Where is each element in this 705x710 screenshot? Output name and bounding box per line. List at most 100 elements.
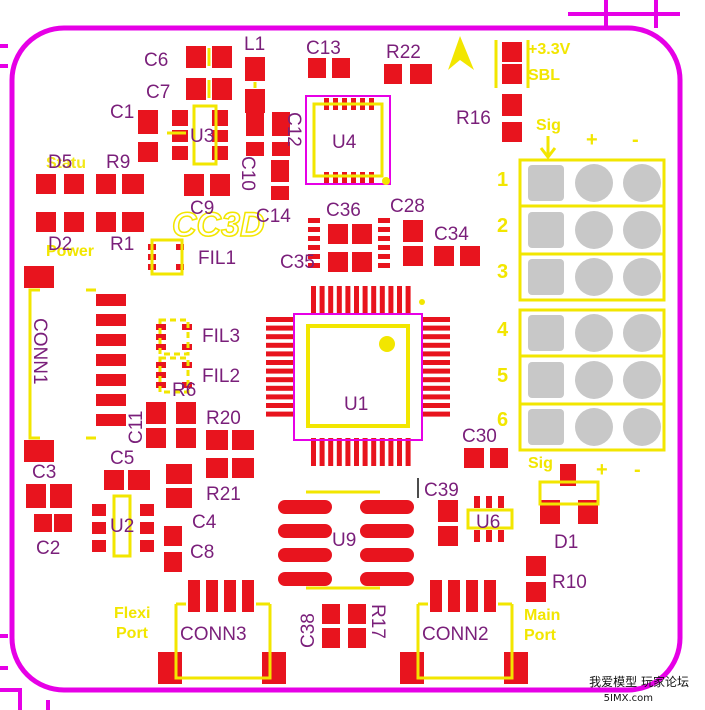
ref-c11: C11	[126, 411, 147, 444]
silk-plus-bot: +	[596, 459, 608, 481]
u1-pin	[354, 438, 359, 466]
u1-pin	[266, 325, 294, 331]
u1-pin	[397, 286, 402, 314]
u1-pin	[266, 368, 294, 374]
ref-u6: U6	[476, 512, 500, 533]
u1-pin	[328, 286, 334, 314]
header-pin-round	[575, 314, 613, 352]
u1-pin	[266, 351, 294, 357]
ref-u9: U9	[332, 530, 356, 551]
u4-pin	[378, 218, 390, 223]
u1-pin	[388, 286, 394, 314]
u4-pin	[308, 263, 320, 268]
u4-pin	[308, 227, 320, 232]
u1-pin	[422, 394, 450, 400]
header-pin-round	[575, 258, 613, 296]
ref-c10: C10	[237, 156, 258, 191]
header-pin-round	[575, 408, 613, 446]
u4-pin	[324, 172, 329, 184]
ref-c6: C6	[144, 50, 168, 71]
ref-d1: D1	[554, 532, 578, 553]
u4-pin	[308, 218, 320, 223]
silk-flexi: Flexi	[114, 605, 150, 622]
u4-pin	[308, 236, 320, 241]
u1-pin	[388, 438, 394, 466]
header-pins	[528, 164, 661, 446]
u1-pin	[371, 438, 377, 466]
u1-pins	[266, 286, 450, 466]
u1-pin	[422, 385, 450, 391]
ref-c13: C13	[306, 38, 341, 59]
u4-pin	[333, 172, 338, 184]
ref-c12: C12	[283, 112, 304, 147]
ref-r17: R17	[367, 604, 388, 639]
header-pin-round	[623, 164, 661, 202]
ref-fil2: FIL2	[202, 366, 240, 387]
u4-pin	[378, 245, 390, 250]
header-pin-round	[623, 408, 661, 446]
edge-marks	[0, 0, 680, 710]
u1-pin	[266, 377, 294, 383]
u1-pin	[405, 438, 411, 466]
u1-pin	[362, 438, 368, 466]
ref-c5: C5	[110, 448, 134, 469]
u1-pin	[422, 403, 450, 408]
silk-minus-top: -	[632, 129, 639, 151]
u1-pin	[266, 342, 294, 348]
silk-3v3: +3.3V	[528, 41, 571, 58]
ref-c3: C3	[32, 462, 56, 483]
u1-pin	[336, 438, 342, 466]
u4-pin	[360, 172, 365, 184]
silk-minus-bot: -	[634, 459, 641, 481]
ref-d2: D2	[48, 234, 72, 255]
u1-courtyard	[293, 313, 423, 441]
copper-pads	[24, 42, 598, 684]
u4-pin	[308, 254, 320, 259]
header-pin-square	[528, 212, 564, 248]
ref-r1: R1	[110, 234, 134, 255]
u4-pin	[342, 172, 347, 184]
ref-c7: C7	[146, 82, 170, 103]
u1-pin	[422, 360, 450, 365]
ref-fil3: FIL3	[202, 326, 240, 347]
ref-r21: R21	[206, 484, 241, 505]
header-pin-round	[575, 211, 613, 249]
ref-fil1: FIL1	[198, 248, 236, 269]
silk-flexi-port: Port	[116, 625, 149, 642]
direction-arrow	[448, 36, 474, 70]
ref-c38: C38	[298, 613, 319, 648]
ref-d5: D5	[48, 152, 72, 173]
header-pin-round	[623, 314, 661, 352]
u1-pin	[266, 317, 294, 322]
u1-pin	[266, 385, 294, 391]
u1-pin	[319, 286, 325, 314]
header-pin-square	[528, 165, 564, 201]
u1-pin	[422, 325, 450, 331]
u1-pin	[422, 351, 450, 357]
header-pin-round	[575, 361, 613, 399]
cc3d-logo: CC3D	[172, 206, 265, 244]
u1-pin	[345, 286, 351, 314]
board-outline	[9, 25, 683, 693]
ref-conn3: CONN3	[180, 624, 247, 645]
u4-pin	[351, 172, 356, 184]
ref-conn1: CONN1	[29, 318, 50, 385]
ref-c35: C35	[280, 252, 315, 273]
u1-pin	[266, 411, 294, 417]
ref-r6: R6	[172, 380, 196, 401]
header-pin-round	[623, 258, 661, 296]
silk-power: Power	[46, 243, 94, 260]
header-pin-square	[528, 315, 564, 351]
header-pin-round	[623, 211, 661, 249]
ref-c4: C4	[192, 512, 217, 533]
header-pin-square	[528, 409, 564, 445]
ref-u1: U1	[344, 394, 368, 415]
ref-r10: R10	[552, 572, 587, 593]
watermark-site: 5IMX.com	[603, 693, 653, 704]
u1-pin	[422, 342, 450, 348]
u1-pin	[311, 438, 316, 466]
u4-pin	[369, 172, 374, 184]
u1-pin	[371, 286, 377, 314]
ref-r9: R9	[106, 152, 130, 173]
watermark-text: 我爱模型 玩家论坛	[589, 675, 689, 689]
